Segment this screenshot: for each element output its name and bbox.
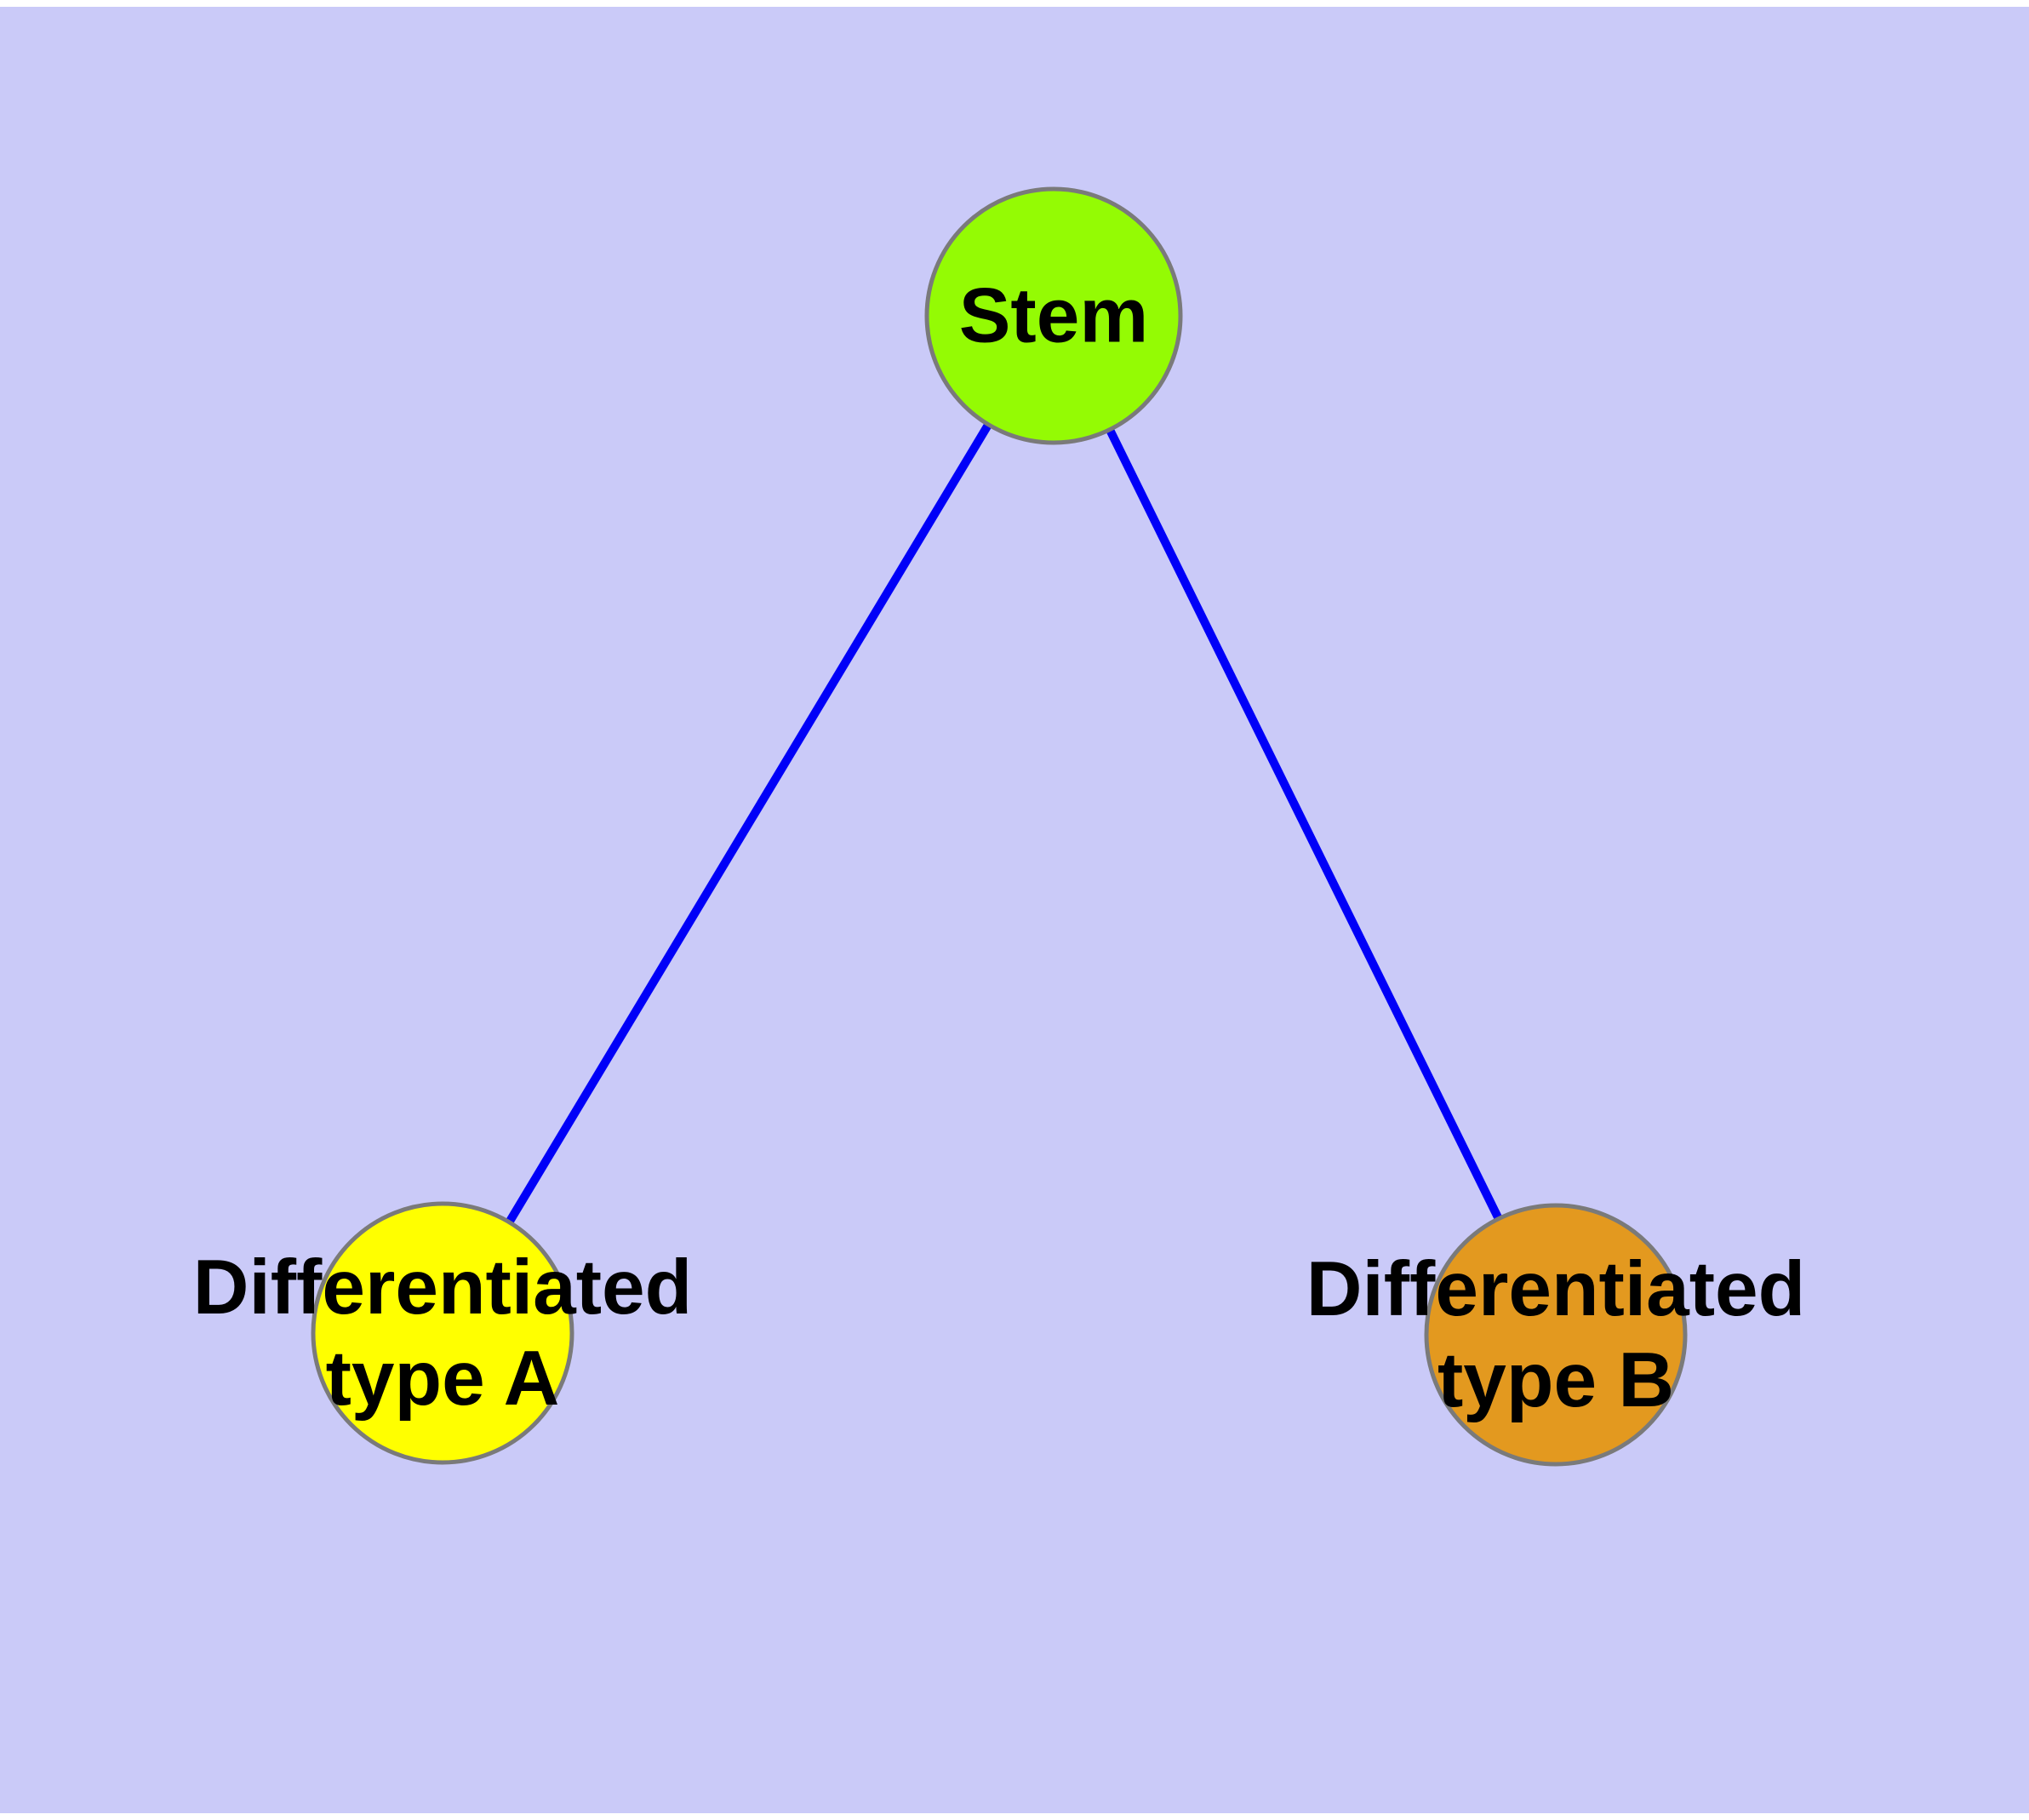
node-type-b-circle (1424, 1203, 1688, 1467)
edge-stem-to-type-a (438, 313, 1058, 1336)
node-stem-circle (924, 186, 1183, 445)
node-type-a-circle (311, 1201, 574, 1465)
edge-stem-to-type-b (1049, 313, 1560, 1337)
